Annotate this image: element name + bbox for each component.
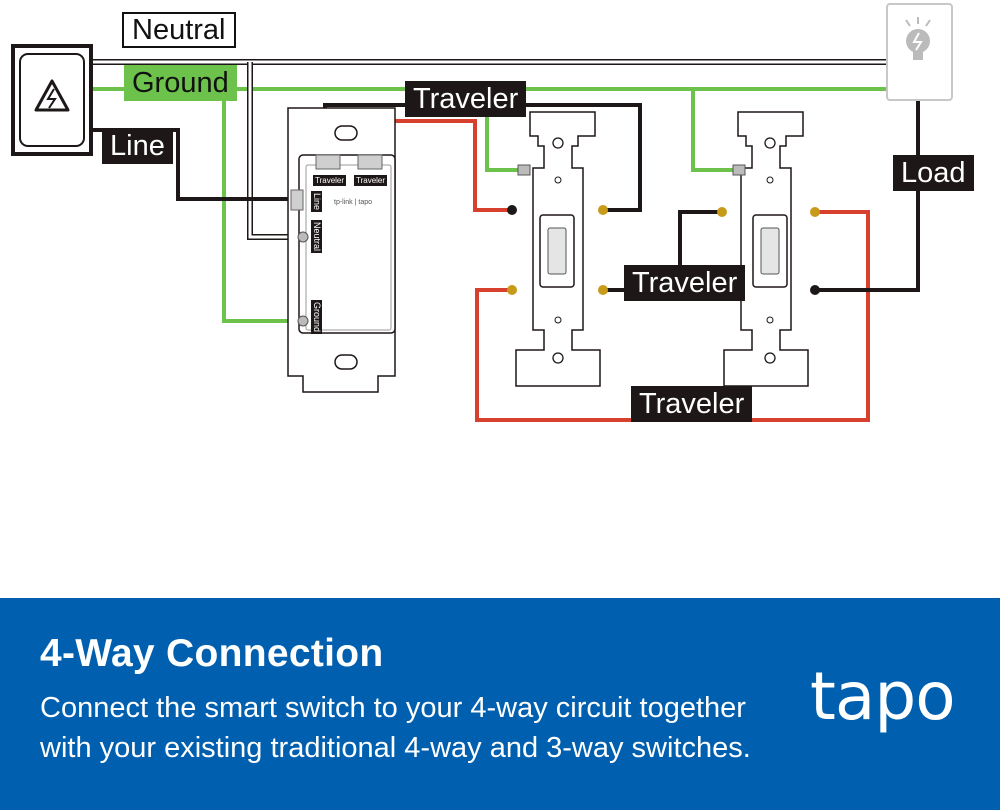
traveler-bottom-label: Traveler	[631, 386, 753, 422]
wiring-diagram: Neutral Ground Line Traveler Traveler Tr…	[11, 3, 974, 422]
neutral-label: Neutral	[122, 12, 236, 48]
module-brand-text: tp-link | tapo	[334, 199, 373, 206]
module-terminal-ground: Ground	[311, 300, 322, 335]
traveler-mid-label: Traveler	[624, 265, 746, 301]
smart-switch-module	[287, 107, 396, 393]
load-label: Load	[893, 155, 974, 191]
module-terminal-line: Line	[311, 191, 322, 213]
tapo-logo: tapo	[810, 658, 956, 735]
three-way-switch	[717, 111, 820, 387]
light-bulb-icon	[905, 17, 931, 60]
load-wire	[815, 70, 920, 292]
banner-title: 4-Way Connection	[40, 632, 384, 675]
four-way-switch	[507, 111, 608, 387]
ground-label: Ground	[124, 65, 237, 101]
line-label: Line	[102, 128, 173, 164]
module-terminal-traveler-1: Traveler	[313, 175, 347, 186]
traveler-top-label: Traveler	[405, 81, 527, 117]
ground-drop-wire	[222, 89, 300, 323]
high-voltage-icon	[34, 79, 70, 112]
banner-description: Connect the smart switch to your 4-way c…	[40, 692, 751, 764]
info-banner: 4-Way Connection Connect the smart switc…	[0, 598, 1000, 810]
wiring-svg	[11, 3, 953, 422]
module-terminal-neutral: Neutral	[311, 220, 322, 254]
module-terminal-traveler-2: Traveler	[354, 175, 388, 186]
